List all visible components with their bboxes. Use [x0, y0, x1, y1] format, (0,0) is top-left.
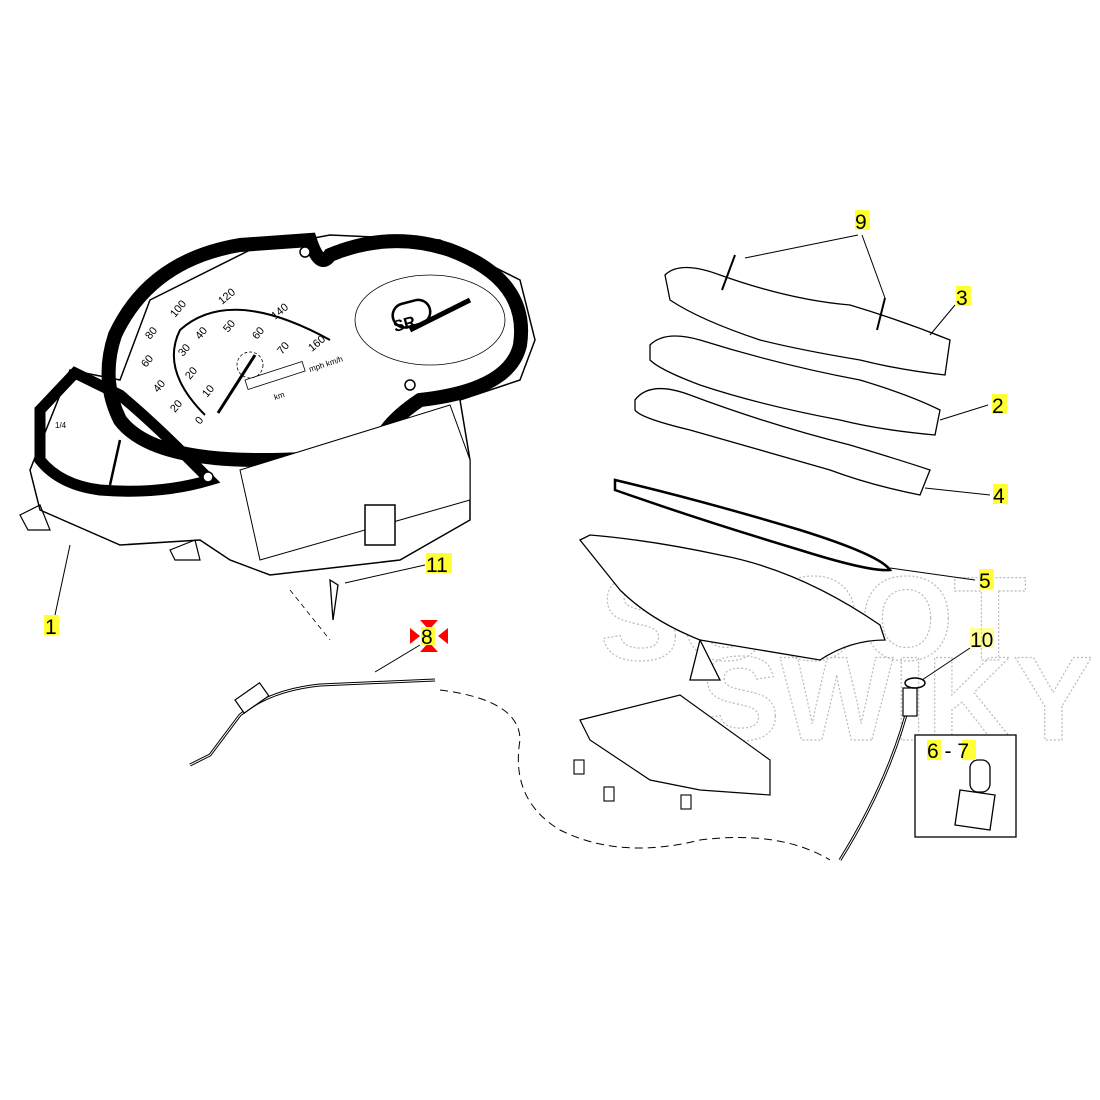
- gasket-part-4: [634, 388, 931, 496]
- callout-6-7[interactable]: 6 - 7: [927, 740, 969, 763]
- seal-part-5-ring: [613, 478, 893, 572]
- o-ring-part-10[interactable]: [904, 677, 926, 689]
- callout-5[interactable]: 5: [979, 570, 991, 593]
- instrument-cluster-part-1[interactable]: [19, 232, 536, 641]
- bulb-holders[interactable]: [573, 759, 692, 810]
- housing-part: [578, 534, 886, 681]
- callout-4[interactable]: 4: [993, 485, 1005, 508]
- bracket-part: [579, 694, 771, 796]
- svg-text:1/4: 1/4: [55, 421, 67, 430]
- bezel-part-3: [664, 266, 951, 376]
- callout-labels: 1 2 3 4 5 6 - 7 8 9 10 11: [44, 210, 1008, 763]
- callout-1[interactable]: 1: [45, 616, 57, 639]
- callout-11[interactable]: 11: [426, 554, 448, 577]
- leader-lines: [889, 304, 991, 681]
- bulb-inset-part-6-7[interactable]: [914, 734, 1017, 838]
- hotspot-marker-icon[interactable]: [410, 620, 448, 652]
- screw-part-11[interactable]: [329, 564, 426, 621]
- callout-9[interactable]: 9: [855, 211, 867, 234]
- callout-10[interactable]: 10: [970, 629, 993, 652]
- callout-3[interactable]: 3: [956, 287, 968, 310]
- callout-2[interactable]: 2: [992, 395, 1004, 418]
- lens-part-2: [649, 335, 941, 436]
- screw-part-9[interactable]: [721, 234, 886, 331]
- speedometer-cable-part-8[interactable]: [189, 644, 918, 861]
- callout-8[interactable]: 8: [421, 626, 433, 649]
- svg-text:km: km: [273, 390, 286, 402]
- svg-text:SR: SR: [392, 314, 418, 336]
